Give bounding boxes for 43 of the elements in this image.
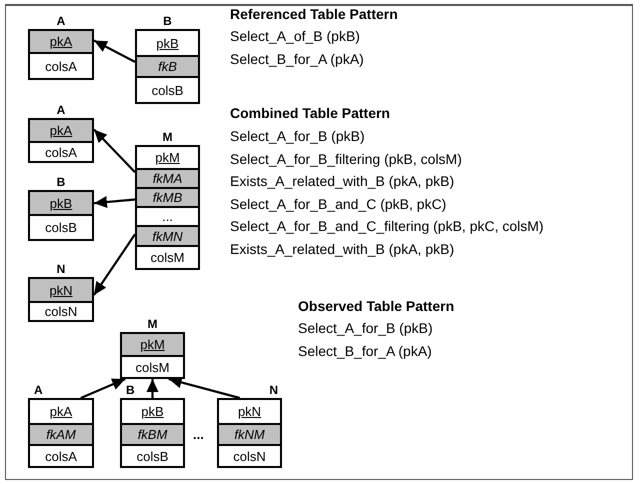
primary-key-row: pkA — [30, 31, 92, 52]
table-name: N — [56, 262, 66, 277]
foreign-key-row: fkMA — [137, 168, 198, 187]
arrow — [168, 376, 240, 400]
foreign-key-row: fkMN — [137, 225, 198, 245]
method-signature: Select_A_of_B (pkB) — [230, 27, 360, 45]
method-signature: Select_A_for_B_filtering (pkB, colsM) — [230, 150, 462, 168]
method-signature: Select_A_for_B_and_C_filtering (pkB, pkC, colsM) — [230, 217, 544, 235]
method-signature: Select_B_for_A (pkA) — [230, 50, 364, 68]
arrow — [94, 196, 136, 208]
primary-key-row: pkB — [30, 192, 92, 214]
table-name: M — [162, 130, 174, 145]
arrow — [94, 40, 136, 63]
table-name: B — [162, 14, 173, 29]
primary-key-row: pkN — [30, 279, 92, 301]
arrow — [93, 234, 136, 296]
method-signature: Exists_A_related_with_B (pkA, pkB) — [230, 240, 454, 258]
foreign-key-row: fkNM — [219, 423, 280, 444]
method-signature: Select_A_for_B_and_C (pkB, pkC) — [230, 195, 446, 213]
method-signature: Select_A_for_B (pkB) — [298, 319, 433, 337]
foreign-key-row: fkAM — [30, 423, 92, 444]
arrow — [80, 378, 126, 400]
ellipsis: ... — [193, 426, 204, 444]
section-heading: Observed Table Pattern — [298, 297, 454, 315]
method-signature: Exists_A_related_with_B (pkA, pkB) — [230, 172, 454, 190]
table-name: A — [56, 103, 66, 118]
foreign-key-row: fkBM — [122, 423, 183, 444]
table-name: B — [125, 383, 136, 398]
section-heading: Referenced Table Pattern — [230, 5, 398, 23]
table-name: M — [146, 317, 158, 332]
primary-key-row: pkM — [122, 334, 183, 355]
arrow — [93, 128, 136, 173]
method-signature: Select_B_for_A (pkA) — [298, 342, 432, 360]
arrow — [146, 379, 158, 398]
table-name: A — [56, 14, 66, 29]
method-signature: Select_A_for_B (pkB) — [230, 127, 365, 145]
foreign-key-row: fkMB — [137, 187, 198, 206]
foreign-key-row: fkB — [137, 55, 198, 76]
primary-key-row: pkA — [30, 120, 92, 141]
table-name: A — [33, 383, 44, 398]
section-heading: Combined Table Pattern — [230, 104, 390, 122]
table-name: N — [268, 383, 279, 398]
table-name: B — [56, 175, 66, 190]
